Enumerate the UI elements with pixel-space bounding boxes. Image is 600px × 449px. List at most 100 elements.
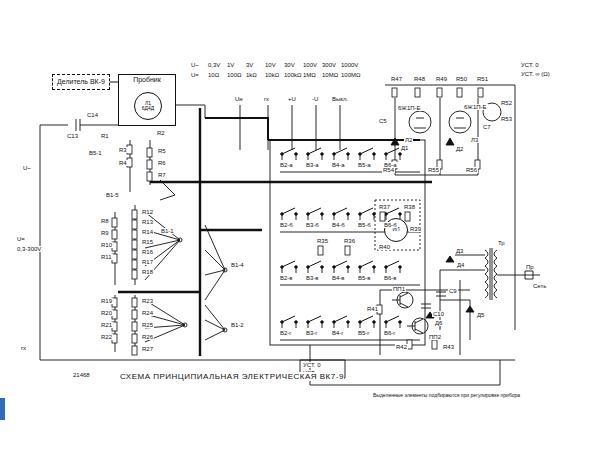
component-box: Делитель ВК-9 <box>52 74 110 90</box>
component-label: C5 <box>378 118 388 124</box>
component-label: -U <box>311 96 319 102</box>
component-label: 100V <box>302 62 318 68</box>
component-label: R36 <box>343 238 356 244</box>
component-label: Выкл. <box>331 96 349 102</box>
component-label: В2-б <box>279 222 294 228</box>
component-label: R37 <box>378 204 391 210</box>
component-label: В5-в <box>357 275 372 281</box>
component-label: 1MΩ <box>302 72 317 78</box>
component-label: R25 <box>141 322 154 328</box>
component-label: УСТ. ∞ (Ω) <box>520 71 551 77</box>
component-label: R41 <box>366 306 379 312</box>
component-label: U= <box>190 72 200 78</box>
component-label: R51 <box>476 76 489 82</box>
component-label: Д4 <box>456 262 465 268</box>
component-label: 3V <box>245 62 254 68</box>
component-label: Сеть <box>532 283 547 289</box>
component-label: Выделенные элементы подбираются при регу… <box>372 393 521 398</box>
component-label: Л2 <box>404 137 413 143</box>
component-label: В1-1 <box>160 228 175 234</box>
component-label: 300V <box>321 62 337 68</box>
component-label: 100kΩ <box>283 72 303 78</box>
component-label: R5 <box>157 148 167 154</box>
wire-connector <box>110 82 118 83</box>
component-label: В1-4 <box>230 262 245 268</box>
component-label: Д1 <box>400 145 409 151</box>
component-label: R4 <box>118 160 128 166</box>
node-text: 6Д4Д <box>142 106 154 112</box>
component-label: Uн <box>234 96 244 102</box>
component-label: 10V <box>264 62 277 68</box>
component-label: C7 <box>482 124 492 130</box>
component-label: R43 <box>442 344 455 350</box>
component-label: 10kΩ <box>264 72 280 78</box>
component-label: R3 <box>118 147 128 153</box>
component-label: R53 <box>500 116 513 122</box>
component-label: 21468 <box>72 372 91 378</box>
component-label: В1-2 <box>230 322 245 328</box>
component-label: УСТ. 0 <box>520 62 540 68</box>
component-label: R2 <box>156 130 166 136</box>
component-label: R8 <box>100 218 110 224</box>
component-label: R55 <box>427 167 440 173</box>
component-label: C9 <box>448 288 458 294</box>
component-label: R16 <box>141 249 154 255</box>
component-label: В2-а <box>279 162 294 168</box>
component-label: ПП2 <box>428 334 442 340</box>
component-label: Д2 <box>455 146 464 152</box>
component-label: R23 <box>141 298 154 304</box>
component-label: 1kΩ <box>245 72 258 78</box>
caption: СХЕМА ПРИНЦИПИАЛЬНАЯ ЭЛЕКТРИЧЕСКАЯ ВК7-9 <box>120 372 344 381</box>
component-label: R54 <box>382 167 395 173</box>
component-label: 1V <box>226 62 235 68</box>
component-label: В2-в <box>279 275 294 281</box>
component-label: R10 <box>100 242 113 248</box>
component-label: 10Ω <box>207 72 220 78</box>
component-label: Пр <box>525 264 535 270</box>
component-label: R27 <box>141 346 154 352</box>
component-label: 0,3-300V <box>16 246 42 252</box>
component-label: R9 <box>100 230 110 236</box>
component-label: В5-а <box>357 162 372 168</box>
component-label: ПП1 <box>392 286 406 292</box>
component-label: C14 <box>86 112 99 118</box>
component-label: R50 <box>455 76 468 82</box>
component-label: 6Ж1П-Е <box>397 105 422 111</box>
component-label: R48 <box>413 76 426 82</box>
component-label: R21 <box>100 322 113 328</box>
component-label: В4-б <box>331 222 346 228</box>
component-label: R6 <box>157 160 167 166</box>
component-label: Л3 <box>470 137 479 143</box>
edge-bar <box>0 398 5 420</box>
component-label: Д6 <box>434 320 443 326</box>
component-label: В5-1 <box>88 150 103 156</box>
component-label: C10 <box>432 311 445 317</box>
node-text: Пробник <box>131 75 163 85</box>
component-label: U= <box>16 236 26 242</box>
component-label: R52 <box>500 100 513 106</box>
component-label: R11 <box>100 254 113 260</box>
component-label: 6Ж1П-Е <box>463 104 488 110</box>
component-label: В4-в <box>331 275 346 281</box>
tube-circle: Л16Д4Д <box>134 92 162 120</box>
component-label: В6-г <box>383 330 397 336</box>
component-label: Д3 <box>455 248 464 254</box>
component-label: В5-б <box>357 222 372 228</box>
component-label: R39 <box>409 226 422 232</box>
component-label: 0,3V <box>207 62 221 68</box>
component-label: R40 <box>378 244 391 250</box>
component-label: R35 <box>316 238 329 244</box>
node-text: ИП <box>392 227 399 233</box>
component-label: В4-г <box>331 330 345 336</box>
component-label: R24 <box>141 310 154 316</box>
component-label: R13 <box>141 219 154 225</box>
component-label: В3-б <box>305 222 320 228</box>
component-label: В3-в <box>305 275 320 281</box>
component-label: В1-5 <box>105 192 120 198</box>
component-label: В2-г <box>279 330 293 336</box>
component-label: Тр <box>497 240 506 246</box>
component-label: 1000V <box>340 62 359 68</box>
component-label: 30V <box>283 62 296 68</box>
